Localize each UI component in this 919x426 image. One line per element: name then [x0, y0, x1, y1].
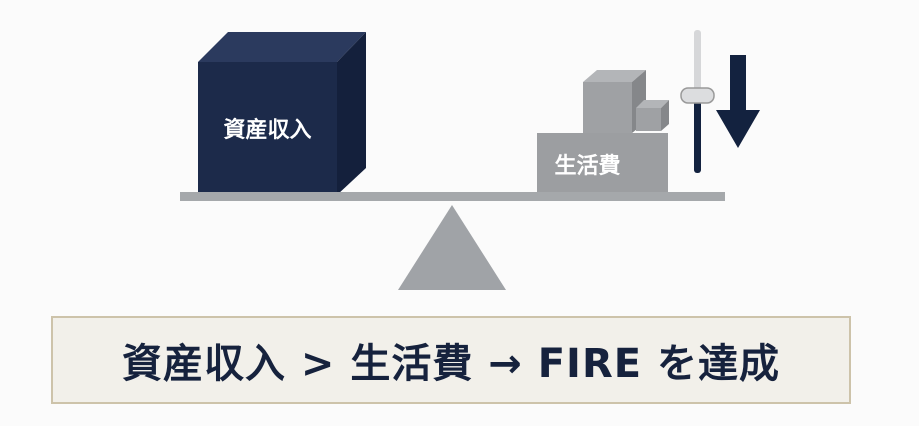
asset-income-cube [198, 32, 366, 195]
slider-icon [680, 30, 715, 173]
caption-text: 資産収入 > 生活費 → FIRE を達成 [122, 341, 780, 387]
living-cost-label: 生活費 [554, 154, 621, 179]
asset-income-label: 資産収入 [223, 118, 312, 143]
scale-beam [180, 192, 725, 201]
fulcrum-triangle [398, 205, 506, 290]
down-arrow-icon [716, 55, 760, 148]
caption-box: 資産収入 > 生活費 → FIRE を達成 [51, 316, 851, 404]
living-cost-blocks [537, 70, 669, 193]
